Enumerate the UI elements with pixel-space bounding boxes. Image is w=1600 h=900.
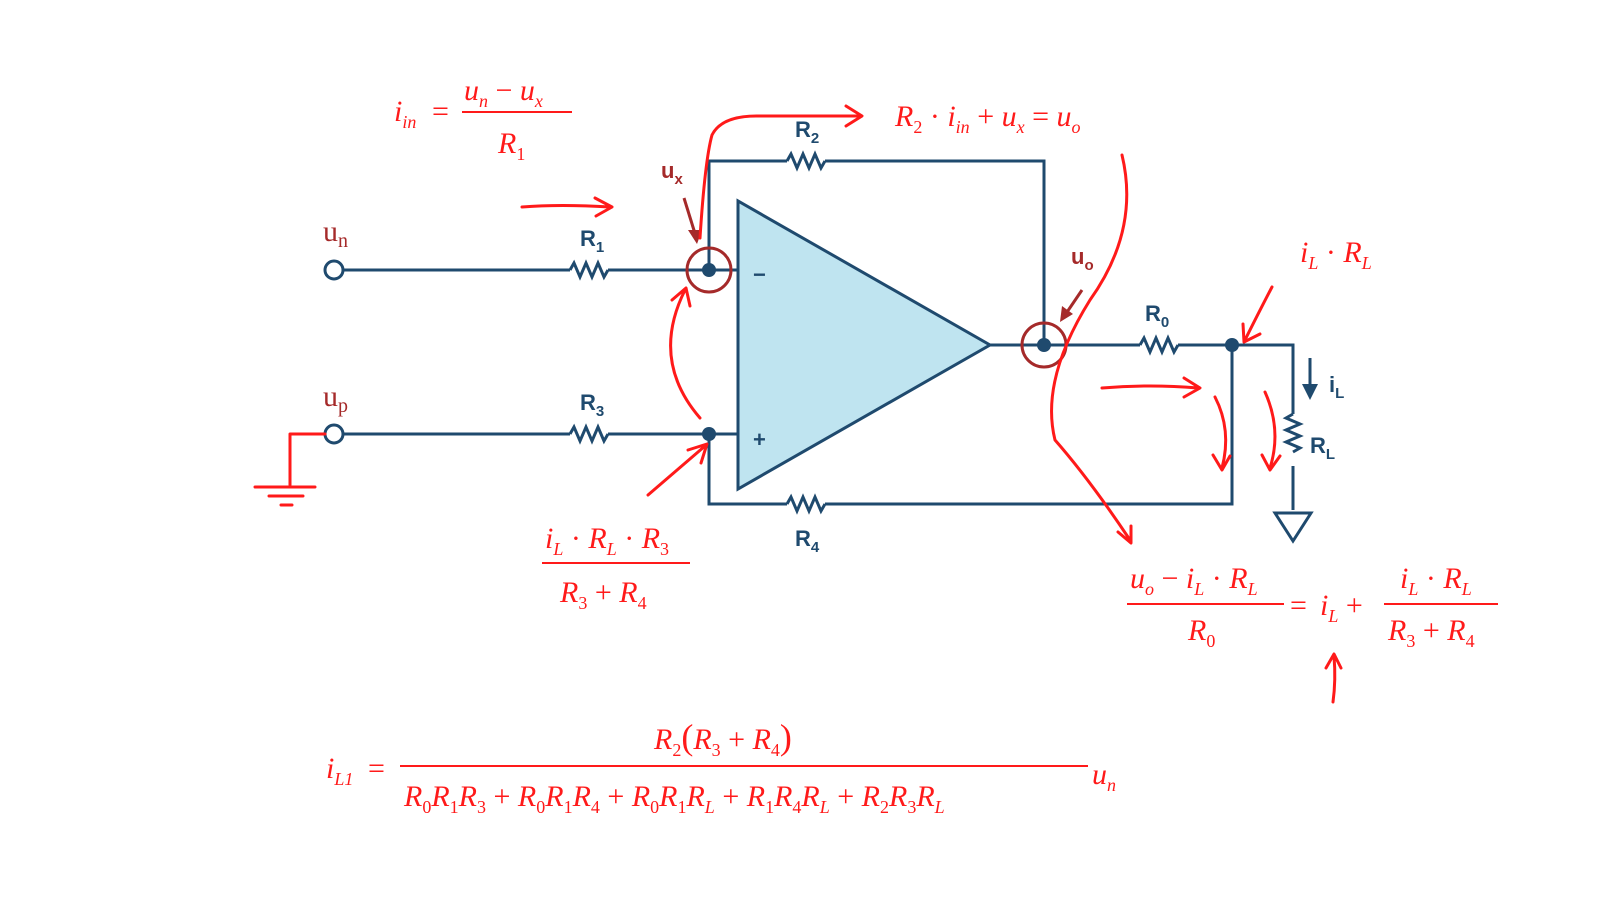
marker-ux-circle: [685, 246, 733, 294]
svg-text:R3 + R4: R3 + R4: [1387, 614, 1475, 651]
svg-text:iL · RL: iL · RL: [1400, 562, 1472, 599]
label-up: up: [323, 380, 348, 417]
svg-text:un: un: [1092, 758, 1116, 795]
terminal-un: [323, 259, 345, 281]
label-ux: ux: [661, 158, 683, 188]
equation-r2: R2 · iin + ux = uo: [894, 100, 1081, 137]
svg-text:iL · RL · R3: iL · RL · R3: [545, 522, 669, 559]
label-r3: R3: [580, 390, 604, 420]
node-uo: [1037, 338, 1051, 352]
label-r4: R4: [795, 526, 820, 556]
svg-text:uo − iL · RL: uo − iL · RL: [1130, 562, 1258, 599]
label-un: un: [323, 215, 348, 252]
node-ux: [702, 263, 716, 277]
current-arrow-icon: [1302, 384, 1318, 400]
svg-text:iL · RL: iL · RL: [1300, 236, 1372, 273]
label-il: iL: [1329, 372, 1344, 402]
resistor-rl: [1282, 412, 1304, 454]
resistor-r4: [785, 493, 827, 515]
ground-triangle: [1272, 511, 1314, 544]
svg-text:=: =: [1290, 589, 1307, 622]
terminal-up: [323, 423, 345, 445]
svg-text:=: =: [368, 752, 385, 785]
label-r1: R1: [580, 226, 604, 256]
equation-node: uo − iL · RL R0 = iL + iL · RL R3 + R4: [1127, 562, 1498, 651]
opamp-minus: −: [753, 262, 766, 287]
equation-il-rl: iL · RL: [1300, 236, 1372, 273]
equation-result: iL1 = R2(R3 + R4) R0R1R3 + R0R1R4 + R0R1…: [326, 717, 1116, 817]
svg-text:R2(R3 + R4): R2(R3 + R4): [653, 717, 792, 760]
resistor-r1: [568, 259, 610, 281]
opamp-triangle: [736, 198, 994, 492]
node-vplus: [702, 427, 716, 441]
circuit-wiring: [338, 150, 1314, 544]
resistor-r0: [1138, 334, 1180, 356]
resistor-r3: [568, 423, 610, 445]
svg-text:R2 · iin + ux = uo: R2 · iin + ux = uo: [894, 100, 1081, 137]
label-r0: R0: [1145, 301, 1169, 331]
svg-text:un − ux: un − ux: [464, 74, 543, 111]
node-load: [1225, 338, 1239, 352]
label-rl: RL: [1310, 433, 1335, 463]
label-r2: R2: [795, 117, 819, 147]
svg-text:R0R1R3 + R0R1R4 + R0R1RL + R1R: R0R1R3 + R0R1R4 + R0R1RL + R1R4RL + R2R3…: [403, 780, 945, 817]
svg-text:iL +: iL +: [1320, 589, 1363, 626]
equation-iin: iin = un − ux R1: [394, 74, 572, 164]
svg-text:R0: R0: [1187, 614, 1215, 651]
svg-text:iin: iin: [394, 95, 416, 132]
equation-vplus: iL · RL · R3 R3 + R4: [542, 522, 690, 613]
svg-text:R1: R1: [497, 127, 525, 164]
label-uo: uo: [1071, 244, 1094, 274]
resistor-r2: [785, 150, 827, 172]
opamp-plus: +: [753, 427, 766, 452]
svg-text:iL1: iL1: [326, 752, 353, 789]
svg-text:R3 + R4: R3 + R4: [559, 576, 647, 613]
svg-text:=: =: [432, 95, 449, 128]
red-strokes: [253, 104, 1343, 704]
